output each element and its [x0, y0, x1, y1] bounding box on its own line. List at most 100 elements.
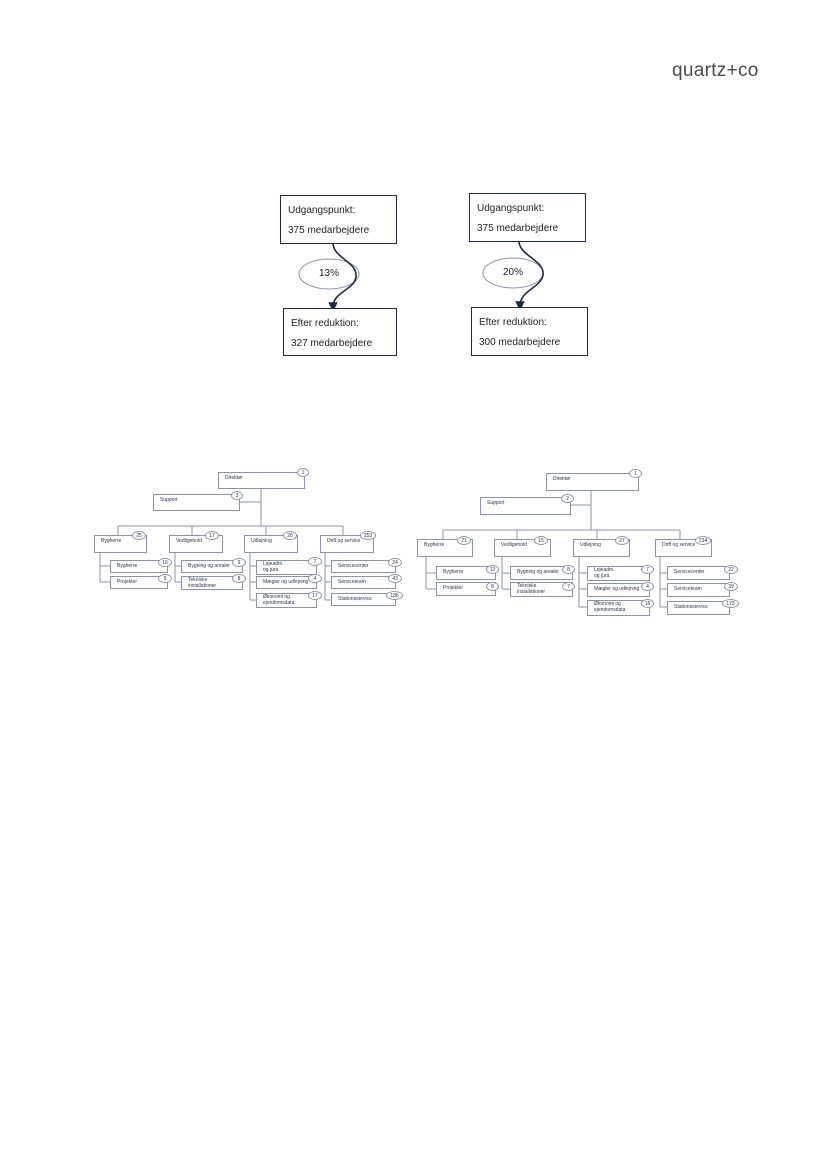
org-label: Tekniske installationer: [517, 583, 546, 595]
org-label: Stationsservice: [674, 604, 708, 610]
percent-oval: [298, 258, 360, 290]
org-label: Lejeadm. og jura: [263, 561, 284, 573]
org-label: Direktør: [225, 475, 243, 481]
count-badge: 21: [457, 536, 471, 545]
count-badge: 173: [722, 599, 739, 608]
start-label: Udgangspunkt:: [477, 203, 545, 214]
org-unit: Mægler og udlejning: [587, 583, 650, 597]
org-label: Bygning og arealer: [517, 569, 559, 575]
count-badge: 8: [486, 582, 499, 591]
count-badge: 253: [360, 531, 376, 540]
org-label: Økonomi og ejendomsdata: [263, 594, 295, 606]
count-badge: 24: [388, 558, 402, 567]
org-label: Vedligehold: [176, 538, 202, 544]
org-department: Drift og service: [320, 535, 374, 553]
end-box: Efter reduktion: 327 medarbejdere: [283, 308, 397, 356]
org-unit: Servicecenter: [331, 560, 396, 573]
count-badge: 43: [388, 574, 402, 583]
count-badge: 1: [629, 469, 642, 478]
org-label: Tekniske installationer: [188, 577, 217, 589]
org-unit: Serviceteam: [667, 583, 730, 597]
count-badge: 234: [695, 536, 711, 545]
count-badge: 16: [158, 558, 172, 567]
org-unit: Stationsservice: [667, 601, 730, 615]
count-badge: 9: [158, 574, 172, 583]
count-badge: 186: [386, 591, 403, 600]
count-badge: 17: [308, 591, 322, 600]
org-department: Udlejning: [573, 539, 630, 557]
org-label: Serviceteam: [674, 586, 702, 592]
count-badge: 25: [132, 531, 146, 540]
org-label: Bygning og arealer: [188, 563, 230, 569]
start-label: Udgangspunkt:: [288, 205, 356, 216]
org-label: Mægler og udlejning: [594, 586, 640, 592]
org-unit: Serviceteam: [331, 576, 396, 589]
start-box: Udgangspunkt: 375 medarbejdere: [469, 193, 586, 242]
org-label: Bygherre: [443, 569, 464, 575]
org-label: Servicecenter: [338, 563, 369, 569]
count-badge: 22: [724, 565, 738, 574]
count-badge: 7: [308, 557, 322, 566]
org-label: Bygherre: [424, 542, 445, 548]
org-unit: Økonomi og ejendomsdata: [256, 593, 317, 608]
org-unit: Bygning og arealer: [181, 560, 243, 573]
count-badge: 39: [724, 582, 738, 591]
percent-label: 13%: [318, 268, 339, 279]
org-director: Direktør: [218, 472, 305, 489]
count-badge: 28: [283, 531, 297, 540]
count-badge: 8: [232, 574, 246, 583]
flow-connectors: [298, 240, 544, 312]
count-badge: 16: [641, 599, 654, 608]
org-label: Udlejning: [580, 542, 601, 548]
count-badge: 15: [534, 536, 548, 545]
org-unit: Bygherre: [436, 566, 496, 580]
org-label: Stationsservice: [338, 596, 372, 602]
end-box: Efter reduktion: 300 medarbejdere: [471, 307, 588, 356]
flow-arrow: [515, 240, 544, 311]
count-badge: 13: [486, 565, 499, 574]
count-badge: 1: [297, 468, 309, 477]
org-department: Udlejning: [244, 535, 298, 553]
end-value: 327 medarbejdere: [291, 338, 373, 349]
org-department: Bygherre: [94, 535, 147, 553]
count-badge: 4: [641, 582, 654, 591]
percent-label: 20%: [502, 267, 523, 278]
org-label: Økonomi og ejendomsdata: [594, 601, 626, 613]
count-badge: 8: [562, 565, 575, 574]
start-box: Udgangspunkt: 375 medarbejdere: [280, 195, 397, 244]
org-unit: Tekniske installationer: [510, 582, 573, 597]
org-unit: Projekter: [110, 576, 168, 589]
org-label: Udlejning: [251, 538, 272, 544]
org-director: Direktør: [546, 473, 639, 491]
org-label: Lejeadm. og jura: [594, 567, 615, 579]
org-label: Direktør: [553, 476, 571, 482]
org-unit: Lejeadm. og jura: [256, 560, 317, 575]
count-badge: 3: [231, 491, 243, 500]
org-support: Support: [153, 494, 240, 511]
org-label: Bygherre: [117, 563, 138, 569]
org-label: Projekter: [117, 579, 138, 585]
start-value: 375 medarbejdere: [288, 225, 370, 236]
org-label: Bygherre: [101, 538, 122, 544]
count-badge: 7: [562, 582, 575, 591]
org-label: Serviceteam: [338, 579, 366, 585]
count-badge: 17: [205, 531, 219, 540]
end-value: 300 medarbejdere: [479, 337, 561, 348]
flow-arrow: [328, 242, 357, 312]
org-label: Servicecenter: [674, 569, 705, 575]
count-badge: 4: [308, 574, 322, 583]
end-label: Efter reduktion:: [479, 317, 547, 328]
org-unit: Økonomi og ejendomsdata: [587, 600, 650, 616]
count-badge: 27: [615, 536, 629, 545]
org-label: Support: [160, 497, 178, 503]
count-badge: 2: [561, 494, 574, 503]
org-label: Vedligehold: [501, 542, 527, 548]
org-unit: Servicecenter: [667, 566, 730, 580]
count-badge: 7: [641, 565, 654, 574]
org-label: Support: [487, 500, 505, 506]
org-label: Drift og service: [327, 538, 361, 544]
org-label: Projekter: [443, 585, 464, 591]
brand-logo: quartz+co: [672, 60, 759, 81]
start-value: 375 medarbejdere: [477, 223, 559, 234]
org-support: Support: [480, 497, 571, 515]
